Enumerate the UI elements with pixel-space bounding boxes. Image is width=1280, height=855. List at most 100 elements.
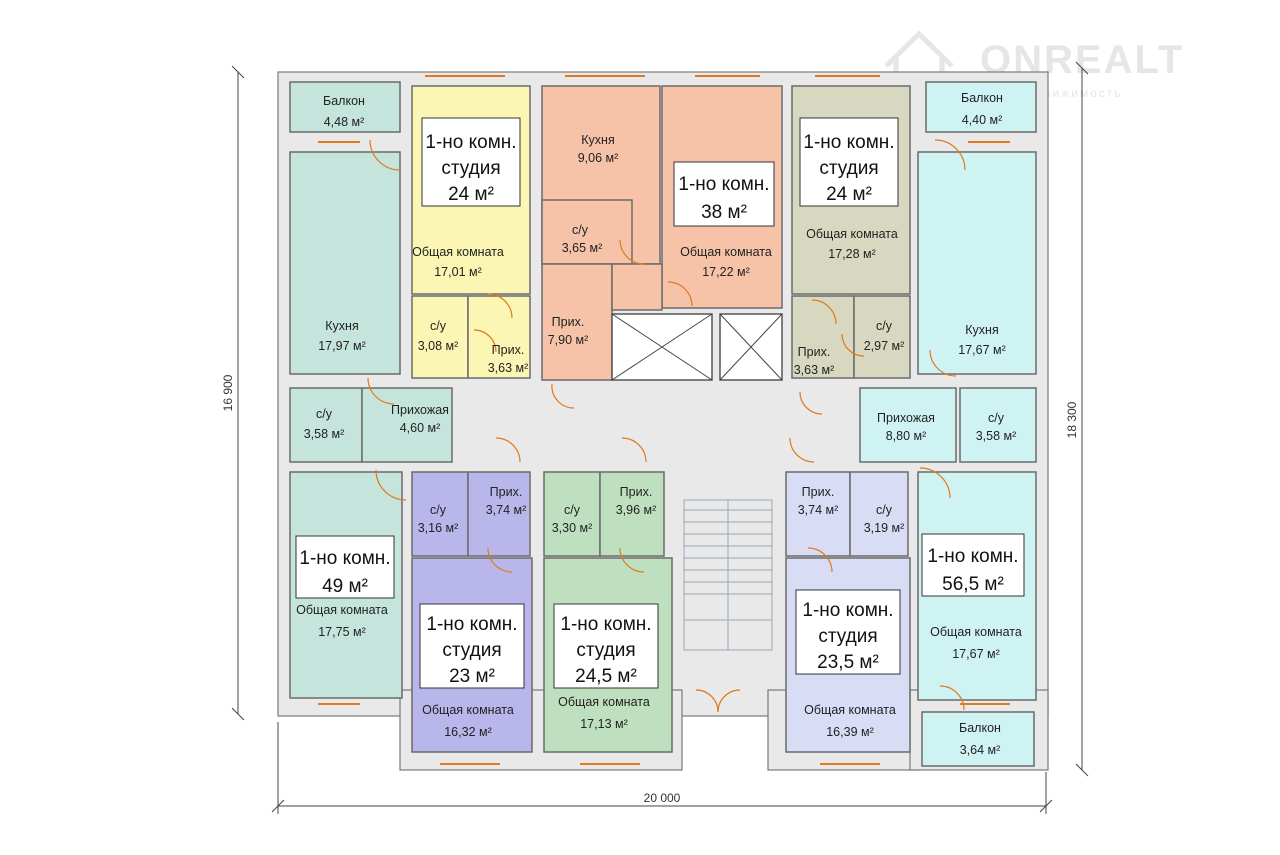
room-balcony-tl bbox=[289, 81, 401, 133]
label-living-s2-name: Общая комната bbox=[806, 227, 898, 241]
dim-right-height: 18 300 bbox=[1065, 401, 1079, 438]
label-hall-s2-area: 3,63 м² bbox=[794, 363, 835, 377]
label-living-s1-area: 17,01 м² bbox=[434, 265, 482, 279]
label-hall-38-name: Прих. bbox=[552, 315, 585, 329]
label-hall-p1-area: 3,74 м² bbox=[486, 503, 527, 517]
label-wc-p2-area: 3,19 м² bbox=[864, 521, 905, 535]
apt-studio-tl-line2: студия bbox=[441, 158, 500, 179]
apt-49-line2: 49 м² bbox=[322, 576, 368, 597]
room-hall-r bbox=[859, 387, 957, 463]
label-kitchen-l-area: 17,97 м² bbox=[318, 339, 366, 353]
room-wc-r bbox=[959, 387, 1037, 463]
label-balcony-br-area: 3,64 м² bbox=[960, 743, 1001, 757]
label-kitchen-r-area: 17,67 м² bbox=[958, 343, 1006, 357]
label-balcony-tl-area: 4,48 м² bbox=[324, 115, 365, 129]
label-wc-s2-area: 2,97 м² bbox=[864, 339, 905, 353]
label-living-bl-name: Общая комната bbox=[296, 603, 388, 617]
room-wc-s2 bbox=[853, 295, 911, 379]
info-box-studio-tl bbox=[421, 117, 521, 207]
room-wc-s1 bbox=[411, 295, 469, 379]
info-box-apt-49 bbox=[295, 535, 395, 599]
label-living-38-name: Общая комната bbox=[680, 245, 772, 259]
info-box-studio-23 bbox=[419, 603, 525, 689]
label-hall-g-name: Прих. bbox=[620, 485, 653, 499]
dimension-lines bbox=[231, 61, 1089, 814]
doors bbox=[367, 139, 966, 713]
label-wc-s1-name: с/у bbox=[430, 319, 447, 333]
apt-studio-235-line3: 23,5 м² bbox=[817, 652, 879, 673]
label-balcony-tr-area: 4,40 м² bbox=[962, 113, 1003, 127]
room-balcony-br bbox=[921, 711, 1035, 767]
label-wc-p1-area: 3,16 м² bbox=[418, 521, 459, 535]
label-living-br-area: 17,67 м² bbox=[952, 647, 1000, 661]
info-box-studio-tr bbox=[799, 117, 899, 207]
apt-studio-tl-line3: 24 м² bbox=[448, 184, 494, 205]
label-hall-s1-area: 3,63 м² bbox=[488, 361, 529, 375]
label-hall-p1-name: Прих. bbox=[490, 485, 523, 499]
apt-studio-tr-line2: студия bbox=[819, 158, 878, 179]
label-wc-l-area: 3,58 м² bbox=[304, 427, 345, 441]
dim-width: 20 000 bbox=[644, 791, 681, 805]
info-box-apt-38 bbox=[673, 161, 775, 227]
room-hall-38 bbox=[541, 263, 613, 381]
dim-left-height: 16 900 bbox=[221, 374, 235, 411]
label-wc-g-area: 3,30 м² bbox=[552, 521, 593, 535]
room-kitchen-r bbox=[917, 151, 1037, 375]
label-wc-s2-name: с/у bbox=[876, 319, 893, 333]
label-wc-r-area: 3,58 м² bbox=[976, 429, 1017, 443]
windows bbox=[318, 75, 1010, 765]
apt-38-line2: 38 м² bbox=[701, 202, 747, 223]
apt-studio-23-line1: 1-но комн. bbox=[426, 614, 517, 635]
label-hall-l-area: 4,60 м² bbox=[400, 421, 441, 435]
room-hall-s1 bbox=[467, 295, 531, 379]
label-living-g-area: 17,13 м² bbox=[580, 717, 628, 731]
label-balcony-tl-name: Балкон bbox=[323, 94, 365, 108]
label-wc-l-name: с/у bbox=[316, 407, 333, 421]
room-wc-38 bbox=[541, 199, 633, 265]
label-hall-s1-name: Прих. bbox=[492, 343, 525, 357]
apt-49-line1: 1-но комн. bbox=[299, 548, 390, 569]
apt-studio-245-line3: 24,5 м² bbox=[575, 666, 637, 687]
apt-studio-23-line3: 23 м² bbox=[449, 666, 495, 687]
label-hall-r-name: Прихожая bbox=[877, 411, 935, 425]
label-kitchen-38-name: Кухня bbox=[581, 133, 614, 147]
label-living-s1-name: Общая комната bbox=[412, 245, 504, 259]
label-kitchen-38-area: 9,06 м² bbox=[578, 151, 619, 165]
apt-studio-245-line1: 1-но комн. bbox=[560, 614, 651, 635]
room-wc-p2 bbox=[849, 471, 909, 557]
label-wc-p1-name: с/у bbox=[430, 503, 447, 517]
room-hall-g bbox=[599, 471, 665, 557]
label-wc-s1-area: 3,08 м² bbox=[418, 339, 459, 353]
label-hall-p2-name: Прих. bbox=[802, 485, 835, 499]
label-living-p2-area: 16,39 м² bbox=[826, 725, 874, 739]
label-living-bl-area: 17,75 м² bbox=[318, 625, 366, 639]
label-living-p2-name: Общая комната bbox=[804, 703, 896, 717]
apt-studio-tr-line3: 24 м² bbox=[826, 184, 872, 205]
room-hall-p1 bbox=[467, 471, 531, 557]
label-wc-r-name: с/у bbox=[988, 411, 1005, 425]
label-living-p1-area: 16,32 м² bbox=[444, 725, 492, 739]
room-hall-l bbox=[361, 387, 453, 463]
label-hall-s2-name: Прих. bbox=[798, 345, 831, 359]
apt-studio-tl-line1: 1-но комн. bbox=[425, 132, 516, 153]
label-wc-38-area: 3,65 м² bbox=[562, 241, 603, 255]
info-box-studio-245 bbox=[553, 603, 659, 689]
label-hall-r-area: 8,80 м² bbox=[886, 429, 927, 443]
label-wc-g-name: с/у bbox=[564, 503, 581, 517]
label-wc-38-name: с/у bbox=[572, 223, 589, 237]
room-hall-s2 bbox=[791, 295, 855, 379]
info-box-studio-235 bbox=[795, 589, 901, 675]
room-balcony-tr bbox=[925, 81, 1037, 133]
staircase bbox=[683, 499, 773, 651]
apt-565-line2: 56,5 м² bbox=[942, 574, 1004, 595]
label-hall-p2-area: 3,74 м² bbox=[798, 503, 839, 517]
label-hall-38-area: 7,90 м² bbox=[548, 333, 589, 347]
room-labels: Балкон 4,48 м² Кухня 17,97 м² с/у 3,58 м… bbox=[296, 91, 1022, 757]
label-balcony-tr-name: Балкон bbox=[961, 91, 1003, 105]
label-balcony-br-name: Балкон bbox=[959, 721, 1001, 735]
room-wc-l bbox=[289, 387, 363, 463]
info-box-apt-565 bbox=[921, 533, 1025, 597]
apt-studio-tr-line1: 1-но комн. bbox=[803, 132, 894, 153]
apt-studio-245-line2: студия bbox=[576, 640, 635, 661]
